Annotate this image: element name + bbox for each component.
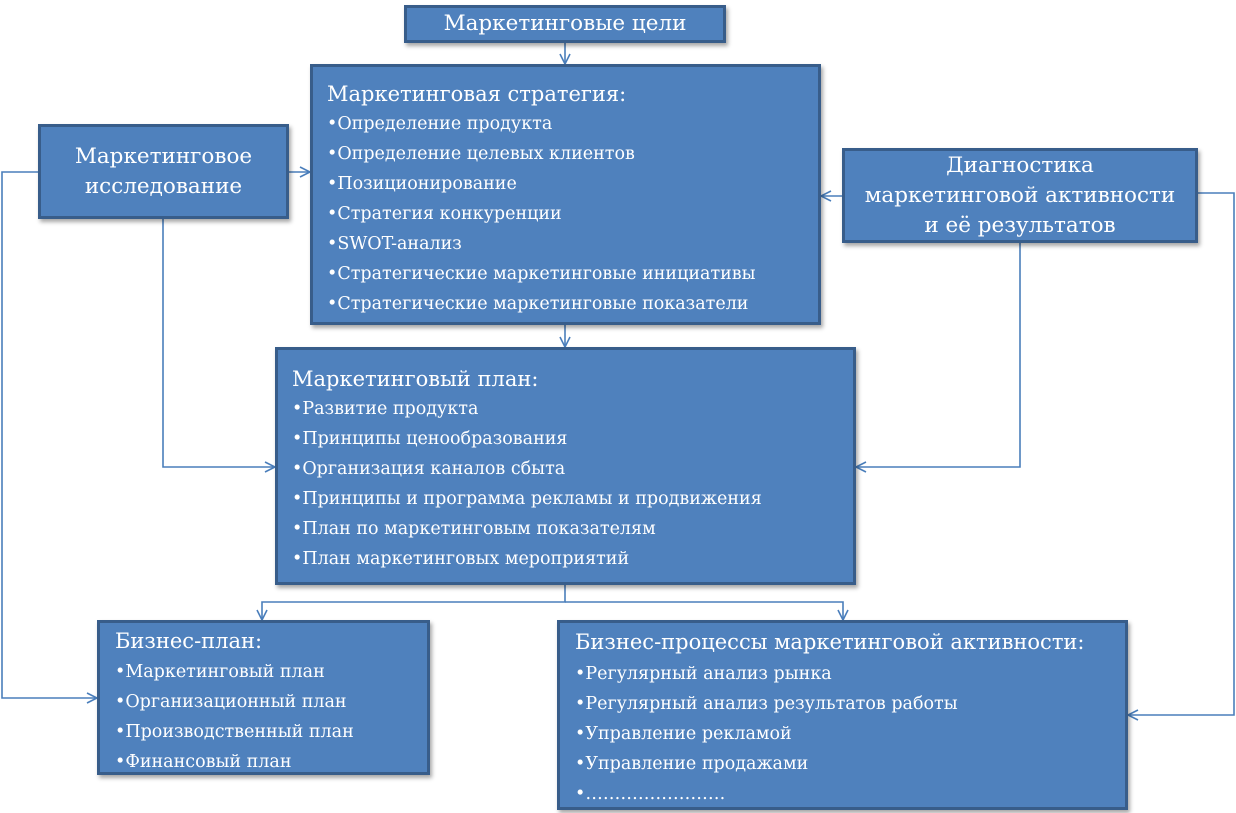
processes-box: Бизнес-процессы маркетинговой активности… xyxy=(557,620,1128,810)
plan-item: План по маркетинговым показателям xyxy=(292,514,853,544)
research-line: Маркетинговое xyxy=(74,143,253,169)
strategy-item: Определение продукта xyxy=(327,109,818,139)
strategy-item: Стратегические маркетинговые инициативы xyxy=(327,259,818,289)
business-plan-item: Организационный план xyxy=(115,687,427,717)
plan-item: Принципы ценообразования xyxy=(292,424,853,454)
plan-list: Развитие продукта Принципы ценообразован… xyxy=(292,394,853,574)
processes-title: Бизнес-процессы маркетинговой активности… xyxy=(575,630,1085,654)
plan-item: Организация каналов сбыта xyxy=(292,454,853,484)
processes-item: Управление продажами xyxy=(575,749,1125,779)
business-plan-item: Финансовый план xyxy=(115,747,427,777)
research-box: Маркетинговое исследование xyxy=(38,124,289,219)
processes-list: Регулярный анализ рынка Регулярный анали… xyxy=(575,659,1125,809)
diagnostics-line: маркетинговой активности xyxy=(864,182,1176,208)
plan-item: Принципы и программа рекламы и продвижен… xyxy=(292,484,853,514)
connector-research-to-plan xyxy=(162,219,275,467)
business-plan-item: Производственный план xyxy=(115,717,427,747)
plan-title: Маркетинговый план: xyxy=(292,367,539,391)
processes-item: Регулярный анализ рынка xyxy=(575,659,1125,689)
strategy-item: Стратегия конкуренции xyxy=(327,199,818,229)
connector-research-to-business-plan xyxy=(1,171,97,698)
strategy-item: SWOT-анализ xyxy=(327,229,818,259)
diagnostics-line: Диагностика xyxy=(946,152,1094,178)
connector-diagnostics-to-processes xyxy=(1128,192,1235,715)
strategy-box: Маркетинговая стратегия: Определение про… xyxy=(310,64,821,325)
diagnostics-box: Диагностика маркетинговой активности и е… xyxy=(842,148,1198,243)
strategy-item: Позиционирование xyxy=(327,169,818,199)
plan-box: Маркетинговый план: Развитие продукта Пр… xyxy=(275,347,856,585)
strategy-item: Стратегические маркетинговые показатели xyxy=(327,289,818,319)
plan-item: План маркетинговых мероприятий xyxy=(292,544,853,574)
goals-title: Маркетинговые цели xyxy=(443,11,687,36)
strategy-list: Определение продукта Определение целевых… xyxy=(327,109,818,319)
research-line: исследование xyxy=(84,173,243,199)
processes-item: Управление рекламой xyxy=(575,719,1125,749)
goals-box: Маркетинговые цели xyxy=(404,5,726,43)
plan-item: Развитие продукта xyxy=(292,394,853,424)
business-plan-box: Бизнес-план: Маркетинговый план Организа… xyxy=(97,620,430,775)
strategy-item: Определение целевых клиентов xyxy=(327,139,818,169)
business-plan-list: Маркетинговый план Организационный план … xyxy=(115,657,427,777)
processes-item: …………………… xyxy=(575,779,1125,809)
connector-plan-to-processes xyxy=(565,601,843,620)
processes-item: Регулярный анализ результатов работы xyxy=(575,689,1125,719)
diagnostics-line: и её результатов xyxy=(924,212,1116,238)
business-plan-item: Маркетинговый план xyxy=(115,657,427,687)
strategy-title: Маркетинговая стратегия: xyxy=(327,82,627,106)
connector-plan-split xyxy=(262,585,566,620)
business-plan-title: Бизнес-план: xyxy=(115,629,263,653)
connector-diagnostics-to-plan xyxy=(856,243,1021,467)
